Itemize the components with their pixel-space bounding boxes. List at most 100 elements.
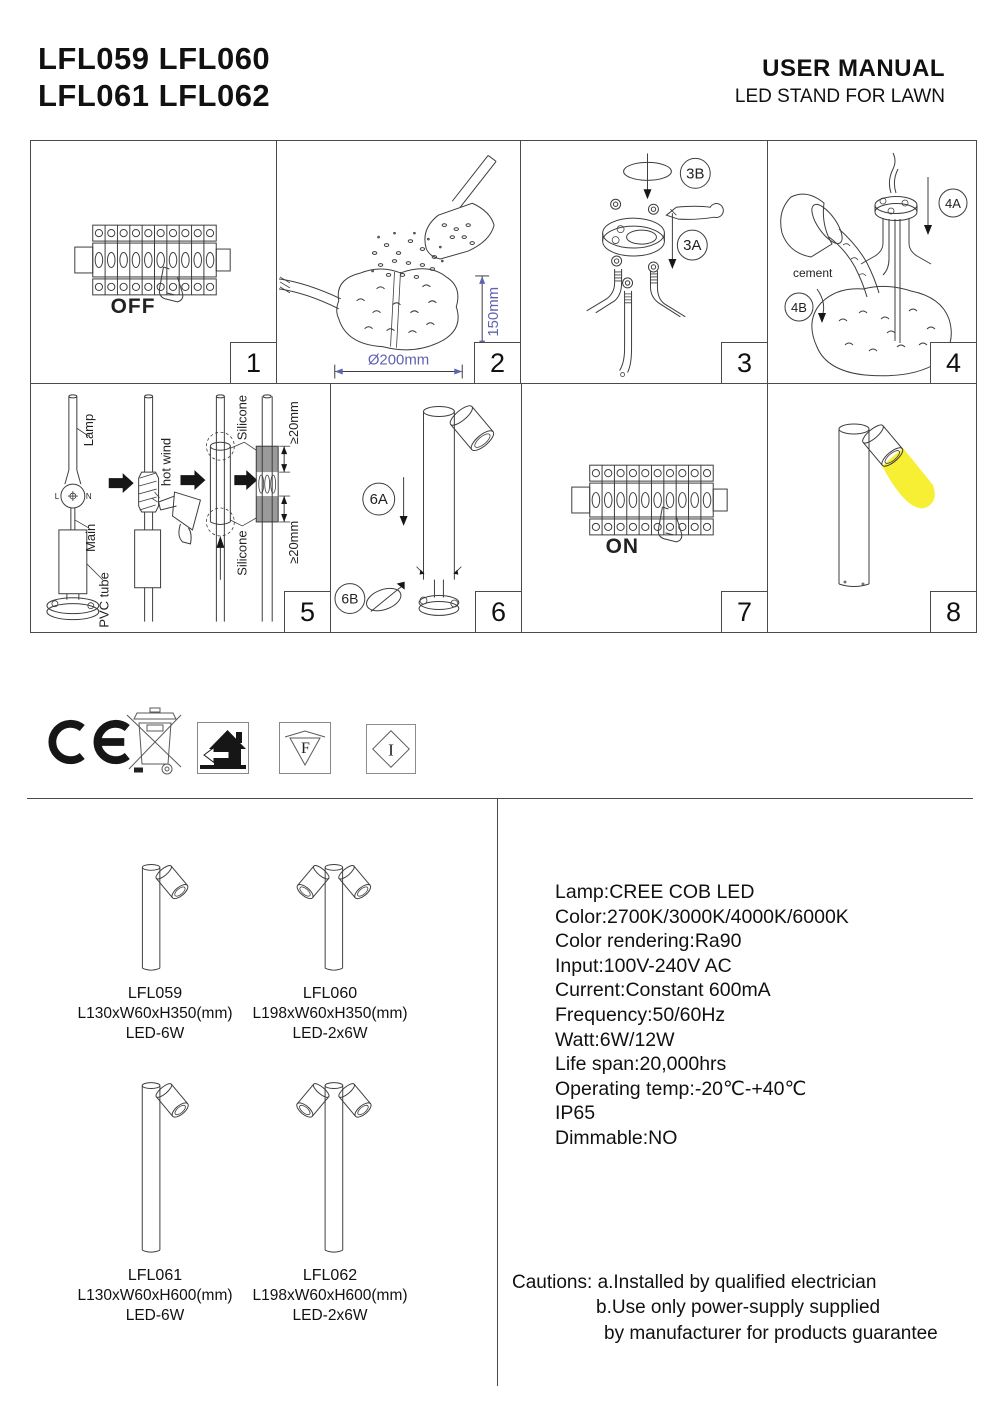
depth-dim-label: 150mm [485, 287, 502, 337]
installation-steps-grid: OFF 1 [30, 140, 977, 633]
models-line-1: LFL059 LFL060 [38, 41, 271, 76]
anchor-assembly-drawing: 3B [586, 153, 724, 377]
width-dimension [334, 364, 463, 379]
step-3-panel: 3B [521, 141, 768, 383]
breaker-off-drawing: OFF [74, 224, 231, 318]
anchor-in-hole-drawing [860, 152, 932, 343]
lfl061-drawing [141, 1082, 189, 1253]
f-symbol-icon: F [279, 722, 331, 774]
lfl060-drawing [296, 864, 372, 971]
hole-drawing [336, 268, 459, 351]
mount-lamp-drawing: 6A [334, 405, 495, 616]
weee-crossed-bin-icon [126, 706, 184, 778]
product-lfl062: LFL062 L198xW60xH600(mm) LED-2x6W [242, 1066, 418, 1326]
shovel-icon [424, 155, 497, 260]
off-label: OFF [111, 295, 156, 318]
next-arrow-icon [234, 470, 258, 491]
product-lfl059: LFL059 L130xW60xH350(mm) LED-6W [67, 848, 243, 1044]
gap-dimension-bottom [279, 495, 291, 523]
product-led: LED-6W [125, 1025, 185, 1042]
spec-line: Watt:6W/12W [555, 1028, 675, 1051]
lfl059-drawing [141, 864, 189, 971]
heat-gun-icon [151, 491, 202, 545]
i-symbol-icon: I [366, 724, 416, 774]
product-led: LED-6W [125, 1307, 185, 1324]
page-subtitle: LED STAND FOR LAWN [734, 86, 945, 107]
callout-6a: 6A [370, 491, 388, 508]
caution-line-b: b.Use only power-supply supplied [596, 1297, 881, 1319]
gravel-dots [371, 223, 475, 279]
pvc-tube-label: PVC tube [97, 572, 112, 627]
step-number: 1 [230, 342, 276, 383]
dig-hole-drawing: 150mm Ø200mm [278, 155, 502, 379]
cable-drawing [278, 276, 341, 310]
cement-label: cement [793, 266, 833, 280]
product-model: LFL059 [127, 985, 183, 1002]
wiring-sealing-drawing: Lamp L N Main PVC tube [46, 394, 301, 628]
step-6-panel: 6A [331, 384, 522, 632]
spot-head-drawing [862, 424, 904, 467]
silicone-bottom-label: Silicone [234, 530, 249, 575]
i-letter: I [388, 741, 394, 760]
gap-bottom-label: ≥20mm [286, 521, 301, 564]
spec-line: Input:100V-240V AC [555, 954, 732, 977]
product-lfl061: LFL061 L130xW60xH600(mm) LED-6W [67, 1066, 243, 1326]
product-size: L198xW60xH350(mm) [252, 1005, 408, 1022]
wrench-icon [665, 203, 724, 220]
callout-4b: 4B [791, 300, 807, 315]
bollard-drawing [838, 423, 904, 587]
bollard-drawing [416, 405, 495, 616]
cautions-block: Cautions: a.Installed by qualified elect… [512, 1270, 938, 1346]
product-model: LFL060 [302, 985, 358, 1002]
silicone-top-label: Silicone [234, 395, 249, 440]
step-7-panel: ON 7 [522, 384, 768, 632]
spec-line: Color rendering:Ra90 [555, 930, 742, 953]
spec-line: Lamp:CREE COB LED [555, 881, 755, 903]
hot-wind-label: hot wind [159, 438, 174, 486]
terminal-l-label: L [55, 492, 60, 501]
next-arrow-icon [108, 473, 134, 494]
outdoor-use-house-icon [197, 722, 249, 774]
specifications-list: Lamp:CREE COB LED Color:2700K/3000K/4000… [555, 880, 849, 1151]
f-letter: F [301, 740, 310, 757]
callout-6b: 6B [341, 590, 358, 606]
step-8-panel: 8 [768, 384, 976, 632]
terminal-n-label: N [86, 492, 92, 501]
cautions-heading: Cautions: [512, 1272, 593, 1293]
step-1-panel: OFF 1 [31, 141, 277, 383]
product-size: L198xW60xH600(mm) [252, 1287, 408, 1304]
stage-wiring [46, 394, 104, 621]
breaker-on-drawing: ON [571, 464, 728, 558]
step-number: 3 [721, 342, 767, 383]
nuts-drawing [610, 198, 659, 289]
step-number: 8 [930, 591, 976, 632]
rotate-arrow-icon [623, 153, 672, 200]
spec-line: Current:Constant 600mA [555, 979, 771, 1002]
product-led: LED-2x6W [292, 1307, 368, 1324]
manual-title-block: USER MANUAL LED STAND FOR LAWN [735, 55, 945, 108]
cement-pour-drawing: 4A [780, 152, 968, 377]
callout-3b: 3B [686, 165, 704, 182]
spec-line: Dimmable:NO [555, 1126, 678, 1149]
section-divider-vertical [497, 798, 498, 1386]
lamp-label: Lamp [81, 414, 96, 446]
stage-silicone [230, 394, 291, 622]
spec-line: Color:2700K/3000K/4000K/6000K [555, 905, 849, 928]
rotate-arrow-icon [366, 581, 405, 612]
models-line-2: LFL061 LFL062 [38, 78, 271, 113]
callout-3a: 3A [683, 237, 701, 254]
lfl062-drawing [296, 1082, 372, 1253]
step-number: 5 [284, 591, 330, 632]
step-number: 2 [474, 342, 520, 383]
width-dim-label: Ø200mm [368, 352, 429, 369]
product-led: LED-2x6W [292, 1025, 368, 1042]
pointing-hand-icon [657, 506, 683, 543]
product-model: LFL062 [302, 1267, 358, 1284]
step-number: 7 [721, 591, 767, 632]
product-lfl060: LFL060 L198xW60xH350(mm) LED-2x6W [242, 848, 418, 1044]
step-number: 4 [930, 342, 976, 383]
spec-line: Frequency:50/60Hz [555, 1003, 726, 1026]
section-divider-horizontal [27, 798, 973, 799]
stage-heatshrink [134, 394, 202, 622]
